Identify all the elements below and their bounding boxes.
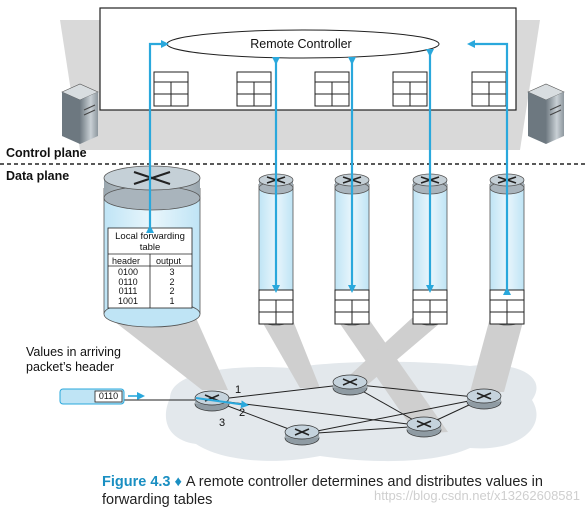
port-3-label: 3 [219, 417, 226, 429]
router-cylinder-3 [412, 173, 448, 326]
caption-text: A remote controller determines and distr… [102, 474, 543, 508]
beam-1 [110, 318, 228, 390]
forwarding-table-title: Local forwarding table [115, 231, 185, 253]
beam-5 [470, 318, 524, 392]
router-table-1 [258, 289, 294, 325]
table-row: 1 [169, 295, 175, 306]
table-row: 2 [169, 286, 175, 297]
table-row: 2 [169, 276, 175, 287]
left-server-icon [61, 83, 99, 144]
controller-table-1 [153, 71, 189, 107]
beam-4 [338, 318, 446, 386]
table-output-col: output [156, 256, 182, 266]
network-router-icon-2 [332, 374, 368, 396]
control-plane-label: Control plane [6, 146, 87, 160]
arriving-packet [59, 388, 145, 405]
table-row: 3 [169, 267, 175, 277]
router-table-3 [412, 289, 448, 325]
network-router-icon-5 [466, 388, 502, 410]
port-2-label: 2 [239, 407, 246, 419]
network-router-icon-3 [284, 424, 320, 446]
table-row: 0110 [118, 276, 138, 287]
table-row: 0100 [117, 267, 139, 277]
network-cloud [165, 361, 537, 462]
remote-controller-label: Remote Controller [250, 37, 352, 51]
right-server-icon [527, 83, 565, 144]
figure-caption: Figure 4.3♦A remote controller determine… [102, 473, 582, 509]
watermark-text: https://blog.csdn.net/x13262608581 [374, 488, 580, 503]
forwarding-arrow [195, 397, 249, 409]
port-1-label: 1 [235, 384, 242, 396]
router-table-2 [334, 289, 370, 325]
packet-header-label: Values in arriving packet’s header [26, 345, 121, 374]
controller-table-4 [392, 71, 428, 107]
controller-table-3 [314, 71, 350, 107]
data-plane-label: Data plane [6, 169, 70, 183]
table-header-values: 0100 0110 0111 1001 [112, 267, 144, 306]
beam-3 [336, 318, 448, 434]
table-row: 0111 [118, 286, 138, 297]
table-row: 1001 [117, 295, 139, 306]
beam-2 [260, 318, 320, 388]
network-router-icon-4 [406, 416, 442, 438]
arrow-controller-router-5 [467, 40, 511, 295]
controller-table-2 [236, 71, 272, 107]
figure-number: Figure 4.3 [102, 474, 171, 490]
table-output-values: 3 2 2 1 [160, 267, 184, 306]
router-cylinder-with-table [103, 165, 201, 328]
router-table-4 [489, 289, 525, 325]
arrow-controller-router-1 [146, 40, 169, 233]
table-header-col: header [112, 256, 141, 266]
caption-separator: ♦ [174, 474, 182, 490]
packet-header-value: 0110 [98, 391, 119, 401]
controller-table-5 [471, 71, 507, 107]
